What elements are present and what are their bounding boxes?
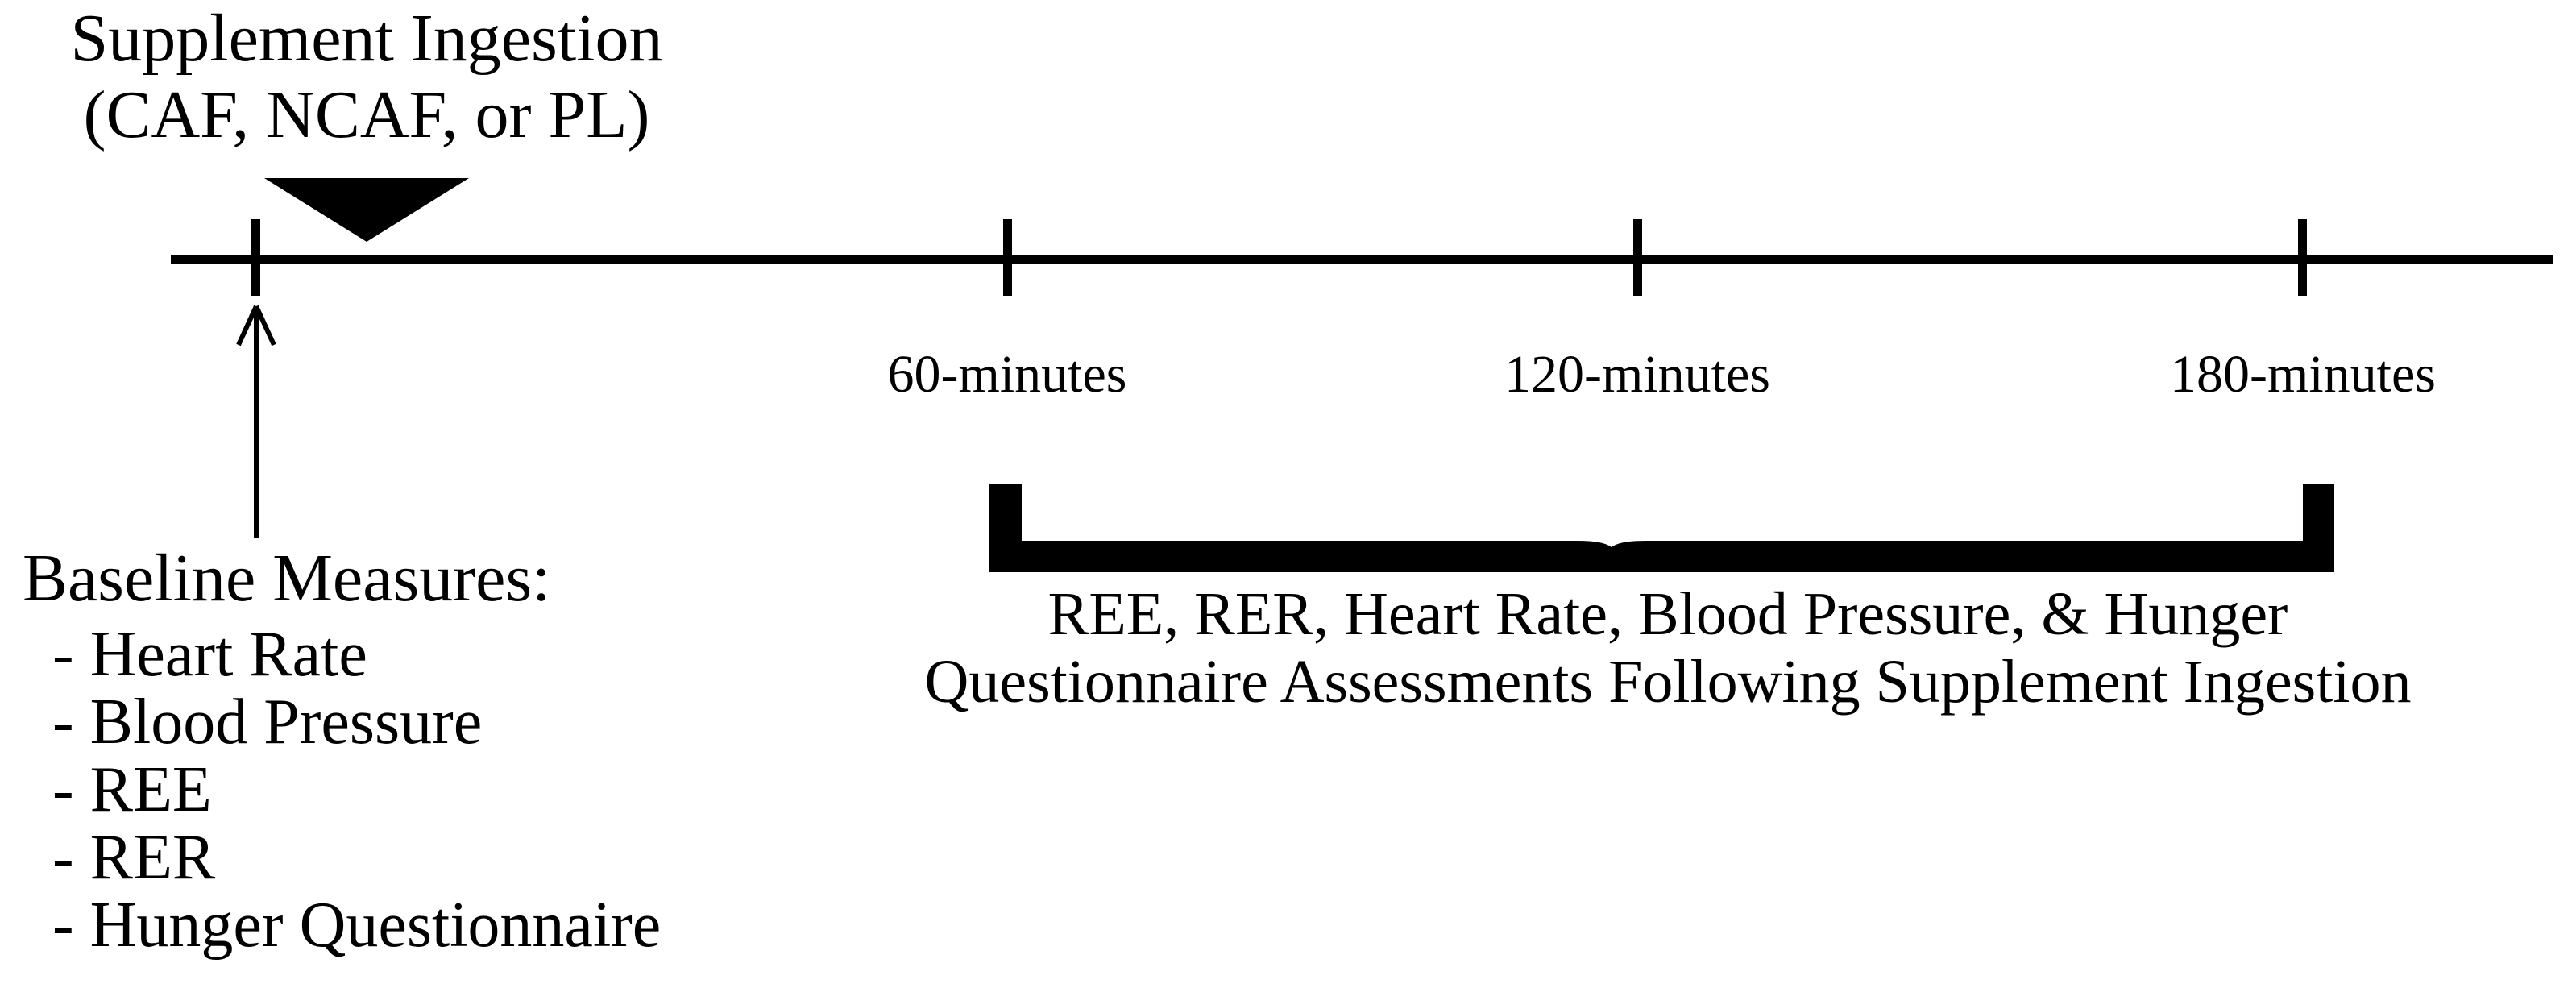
supplement-ingestion-title-line1: Supplement Ingestion xyxy=(70,1,663,76)
baseline-measure-item-hunger-questionnaire: - Hunger Questionnaire xyxy=(52,890,662,961)
bracket-caption-line2: Questionnaire Assessments Following Supp… xyxy=(924,648,2412,716)
baseline-measures-header: Baseline Measures: xyxy=(23,541,551,616)
tick-180-minutes xyxy=(2298,219,2307,296)
baseline-measure-item-blood-pressure: - Blood Pressure xyxy=(52,687,483,758)
bracket-caption: REE, RER, Heart Rate, Blood Pressure, & … xyxy=(862,580,2474,716)
supplement-ingestion-title: Supplement Ingestion (CAF, NCAF, or PL) xyxy=(24,0,709,153)
tick-label-180-minutes: 180-minutes xyxy=(2170,345,2436,404)
supplement-ingestion-title-line2: (CAF, NCAF, or PL) xyxy=(83,77,650,152)
assessment-bracket xyxy=(989,484,2334,572)
tick-baseline xyxy=(251,219,260,296)
tick-120-minutes xyxy=(1633,219,1642,296)
bracket-caption-line1: REE, RER, Heart Rate, Blood Pressure, & … xyxy=(1047,580,2288,648)
baseline-measure-item-ree: - REE xyxy=(52,754,212,825)
baseline-measure-item-rer: - RER xyxy=(52,822,216,893)
baseline-measure-item-heart-rate: - Heart Rate xyxy=(52,619,367,690)
timeline-axis xyxy=(171,255,2553,264)
baseline-measures-list: - Heart Rate - Blood Pressure - REE - RE… xyxy=(52,621,661,959)
triangle-down-icon xyxy=(264,178,469,242)
arrow-up-icon xyxy=(236,305,276,538)
tick-label-120-minutes: 120-minutes xyxy=(1504,345,1770,404)
tick-label-60-minutes: 60-minutes xyxy=(887,345,1127,404)
tick-60-minutes xyxy=(1003,219,1012,296)
